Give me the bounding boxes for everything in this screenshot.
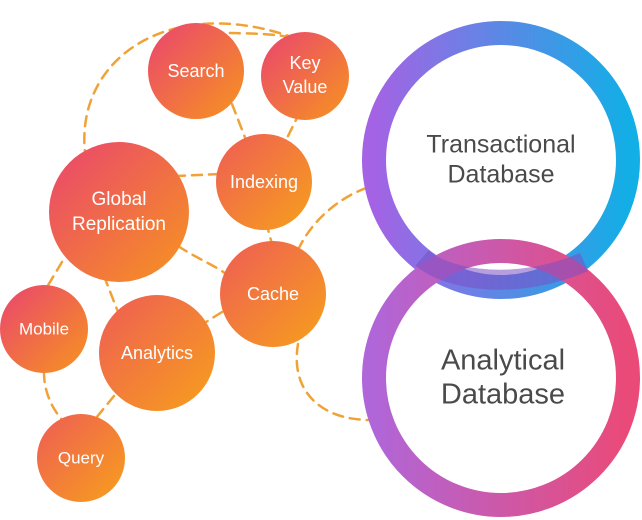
analytical-ring-stroke	[362, 239, 640, 517]
link-mobile-query	[42, 370, 68, 426]
link-cache-analytics	[204, 310, 224, 324]
link-global-analytics	[102, 274, 120, 314]
mobile-bubble	[0, 285, 88, 373]
key-value-label-line1: Key	[289, 53, 320, 73]
link-cache-transactional	[296, 184, 374, 252]
analytical-database-ring: Analytical Database	[362, 239, 640, 517]
analytical-label-line2: Database	[441, 379, 565, 411]
key-value-label-line2: Value	[283, 77, 328, 97]
query-bubble	[37, 414, 125, 502]
analytics-bubble	[99, 295, 215, 411]
mobile-label: Mobile	[19, 319, 69, 338]
bubble-search: Search	[148, 23, 244, 119]
bubble-global-replication: Global Replication	[49, 142, 189, 282]
link-cache-analytical	[295, 342, 372, 422]
query-label: Query	[58, 448, 105, 467]
link-search-indexing	[230, 102, 248, 142]
indexing-bubble	[216, 134, 312, 230]
link-global-mobile	[42, 260, 64, 294]
transactional-label-line2: Database	[447, 161, 554, 189]
link-global-indexing	[173, 172, 224, 178]
bubble-query: Query	[37, 414, 125, 502]
cache-label: Cache	[247, 284, 299, 304]
search-label: Search	[167, 61, 224, 81]
bubble-analytics: Analytics	[99, 295, 215, 411]
link-global-cache	[176, 244, 228, 276]
search-bubble	[148, 23, 244, 119]
bubble-cache: Cache	[220, 241, 326, 347]
bubble-mobile: Mobile	[0, 285, 88, 373]
indexing-label: Indexing	[230, 172, 298, 192]
global-replication-label-line1: Global	[92, 189, 147, 210]
link-global-search-arc	[83, 22, 302, 162]
global-replication-bubble	[49, 142, 189, 282]
global-replication-label-line2: Replication	[72, 214, 166, 235]
ring-overlap-shade	[415, 250, 589, 290]
bubble-key-value: Key Value	[261, 32, 349, 120]
ring-overlap	[415, 250, 589, 290]
transactional-label-line1: Transactional	[426, 131, 575, 159]
bubble-indexing: Indexing	[216, 134, 312, 230]
link-analytics-query	[94, 394, 116, 420]
cache-bubble	[220, 241, 326, 347]
analytics-label: Analytics	[121, 343, 193, 363]
analytical-label-line1: Analytical	[441, 345, 565, 377]
key-value-bubble	[261, 32, 349, 120]
